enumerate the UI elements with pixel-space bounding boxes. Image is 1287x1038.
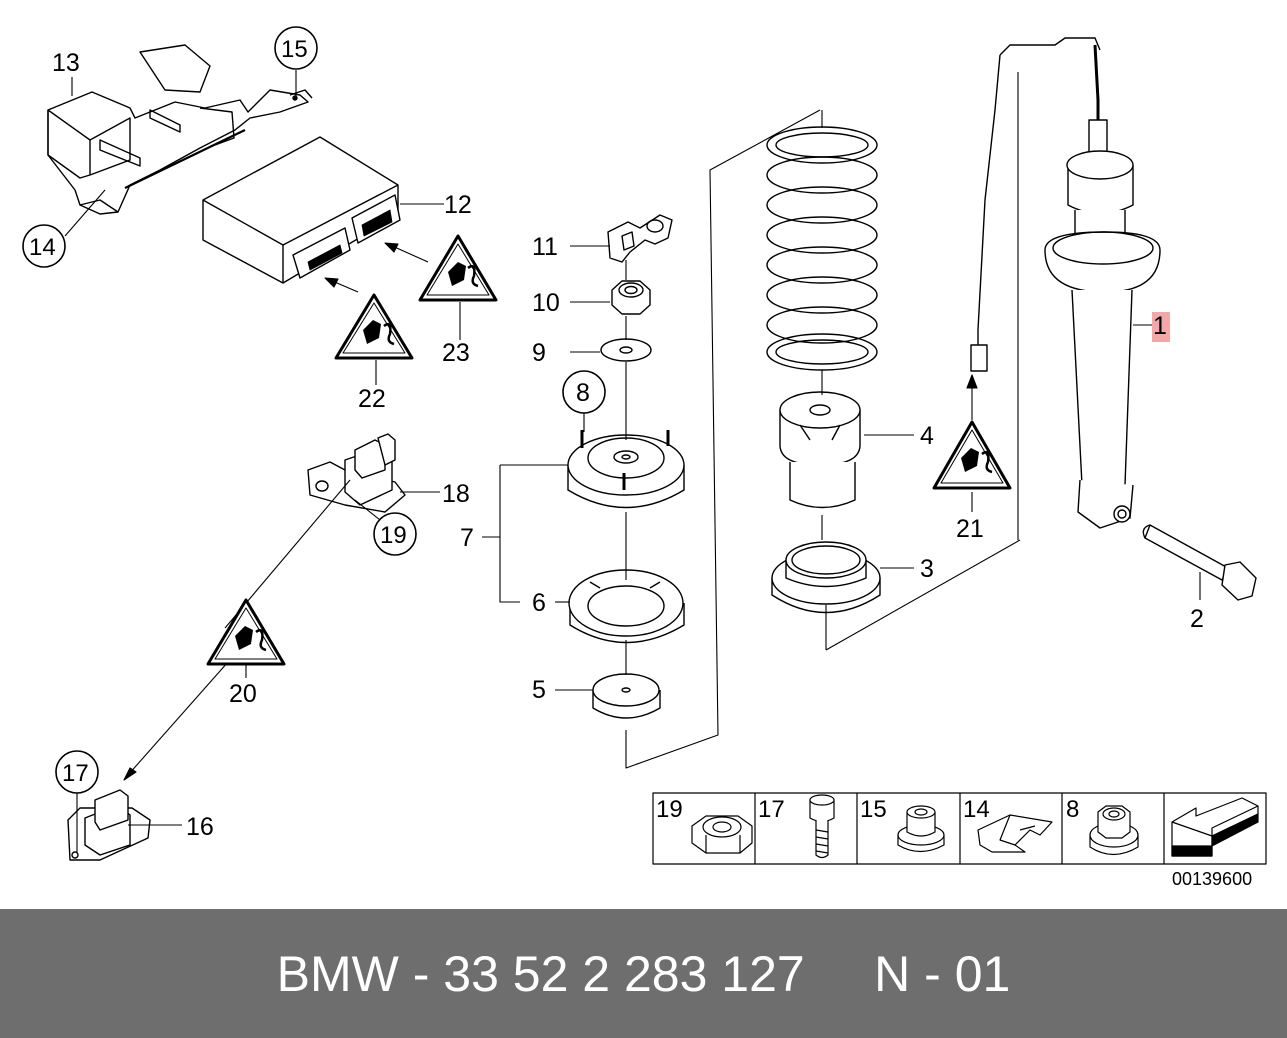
support-bearing-part [567, 430, 685, 509]
callout-6[interactable]: 6 [532, 589, 546, 617]
collar-nut-icon [1089, 805, 1139, 856]
callout-19[interactable]: 19 [380, 522, 407, 549]
footer-bar: BMW - 33 52 2 283 127 N - 01 [0, 909, 1287, 1038]
coil-spring-part [766, 126, 878, 371]
callout-23[interactable]: 23 [442, 339, 470, 367]
height-sensor-part [307, 433, 406, 513]
callout-7[interactable]: 7 [460, 524, 474, 552]
callout-13[interactable]: 13 [52, 49, 80, 77]
parts-diagram: 1 2 3 4 5 6 7 8 9 10 11 12 13 14 15 16 1… [22, 26, 1267, 889]
flange-nut-icon [897, 805, 945, 853]
callout-15[interactable]: 15 [281, 36, 308, 63]
warning-triangle-22-icon [334, 293, 414, 360]
spring-seat-part [771, 541, 881, 614]
bolt-icon [809, 794, 835, 859]
parts-table [652, 792, 1267, 865]
bump-stop-part [779, 391, 861, 509]
callout-21[interactable]: 21 [956, 515, 984, 543]
control-unit-part [202, 136, 401, 284]
callout-10[interactable]: 10 [532, 289, 560, 317]
callout-18[interactable]: 18 [442, 480, 470, 508]
table-cell-number: 8 [1066, 796, 1079, 823]
callout-1[interactable]: 1 [1153, 312, 1167, 340]
callout-12[interactable]: 12 [444, 191, 472, 219]
cap-part [592, 673, 661, 719]
diagram-code: 00139600 [1172, 869, 1252, 889]
clip-part [607, 214, 673, 263]
lower-sensor-part [67, 789, 151, 861]
callout-9[interactable]: 9 [532, 339, 546, 367]
warning-triangle-23-icon [418, 234, 498, 302]
leader-lines [64, 70, 1201, 852]
table-cell-number: 14 [963, 796, 990, 823]
table-cell-number: 17 [758, 796, 785, 823]
callout-2[interactable]: 2 [1190, 605, 1204, 633]
callout-20[interactable]: 20 [229, 680, 257, 708]
callout-11[interactable]: 11 [532, 233, 558, 261]
nut-part [611, 280, 651, 315]
highlight-part-1 [1152, 312, 1170, 342]
part-number-label: BMW - 33 52 2 283 127 N - 01 [276, 945, 1011, 1002]
table-cell-number: 19 [656, 796, 683, 823]
callout-17[interactable]: 17 [62, 760, 89, 787]
callout-5[interactable]: 5 [532, 676, 546, 704]
bracket-part [47, 44, 313, 215]
washer-part [600, 338, 652, 362]
table-cell-number: 15 [860, 796, 887, 823]
callout-16[interactable]: 16 [186, 813, 214, 841]
bump-ring-part [568, 569, 685, 644]
warning-triangle-20-icon [206, 598, 286, 666]
parts-table-labels: 19 17 15 14 8 [656, 796, 1079, 823]
callout-8[interactable]: 8 [576, 379, 590, 407]
callout-3[interactable]: 3 [920, 555, 934, 583]
callout-labels: 1 2 3 4 5 6 7 8 9 10 11 12 13 14 15 16 1… [29, 36, 1204, 841]
direction-arrow-icon [1171, 797, 1259, 857]
callout-4[interactable]: 4 [920, 422, 934, 450]
clip-icon [977, 814, 1053, 853]
callout-14[interactable]: 14 [29, 234, 56, 261]
hex-nut-icon [691, 815, 753, 854]
callout-22[interactable]: 22 [358, 385, 386, 413]
arrow-lines [123, 242, 978, 781]
bolt-part [1142, 524, 1257, 601]
shock-absorber-part [970, 37, 1161, 529]
warning-triangle-21-icon [932, 420, 1012, 490]
